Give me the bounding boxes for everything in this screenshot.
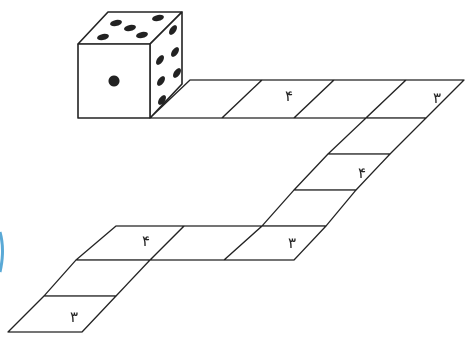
board-row-middle: ۳ ۴	[75, 225, 327, 261]
cell-d3	[261, 189, 357, 227]
cell-d2-label: ۴	[358, 164, 366, 182]
pip	[156, 55, 164, 65]
pip	[110, 19, 122, 27]
cell-m1-label: ۴	[142, 232, 150, 250]
pip	[169, 25, 177, 35]
pip	[158, 95, 166, 105]
cell-d1	[327, 117, 427, 155]
pip	[97, 33, 109, 41]
edge-accent	[0, 231, 4, 273]
pip	[157, 76, 165, 86]
cell-d2	[293, 153, 391, 191]
cell-r1c4-label: ۳	[433, 89, 441, 107]
die	[77, 11, 183, 119]
cell-r1c2-label: ۴	[285, 87, 293, 105]
board-column-diagonal: ۴	[261, 117, 427, 227]
board-column-bottom: ۳	[7, 259, 151, 333]
pip	[171, 47, 179, 57]
pip	[173, 68, 181, 78]
board-row-top: ۴ ۳	[149, 79, 465, 119]
die-side-pips	[156, 25, 181, 105]
pip	[136, 31, 148, 39]
cell-b1	[43, 259, 151, 297]
pip	[152, 14, 164, 22]
pip	[124, 24, 136, 32]
die-front-pip	[108, 75, 120, 87]
die-top-pips	[97, 14, 164, 41]
cell-m3-label: ۳	[288, 234, 296, 252]
cell-b2	[7, 295, 117, 333]
cell-b2-label: ۳	[70, 308, 78, 326]
